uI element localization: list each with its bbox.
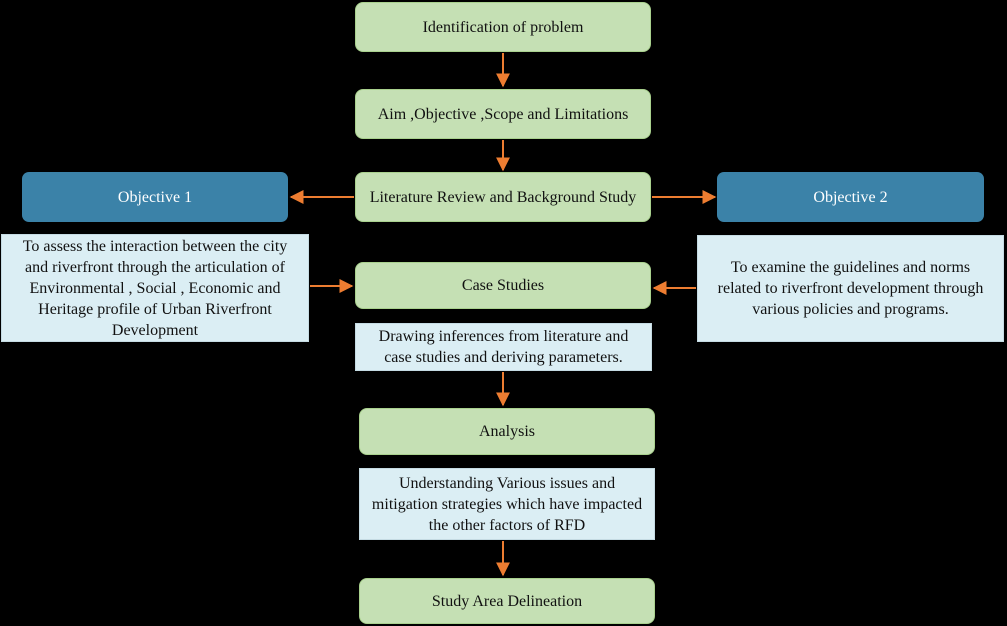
aim-label: Aim ,Objective ,Scope and Limitations <box>377 105 629 123</box>
analysis-box: Analysis <box>359 408 655 455</box>
understanding-text: Understanding Various issues and mitigat… <box>371 474 643 534</box>
case-studies-box: Case Studies <box>355 262 651 309</box>
literature-review-label: Literature Review and Background Study <box>369 188 637 206</box>
understanding-box: Understanding Various issues and mitigat… <box>359 468 655 540</box>
objective-1-description: To assess the interaction between the ci… <box>1 234 309 342</box>
study-area-delineation-box: Study Area Delineation <box>359 578 655 624</box>
literature-review-box: Literature Review and Background Study <box>355 172 651 222</box>
objective-1-box: Objective 1 <box>22 172 288 222</box>
inferences-text: Drawing inferences from literature and c… <box>378 328 629 366</box>
case-studies-label: Case Studies <box>461 277 545 294</box>
aim-box: Aim ,Objective ,Scope and Limitations <box>355 89 651 139</box>
study-area-delineation-label: Study Area Delineation <box>431 592 583 610</box>
objective-2-description: To examine the guidelines and norms rela… <box>697 235 1004 342</box>
objective-2-description-text: To examine the guidelines and norms rela… <box>717 259 984 318</box>
inferences-box: Drawing inferences from literature and c… <box>355 323 652 371</box>
objective-2-box: Objective 2 <box>717 172 984 222</box>
analysis-label: Analysis <box>479 423 535 440</box>
objective-2-label: Objective 2 <box>813 188 888 206</box>
identification-box: Identification of problem <box>355 2 651 52</box>
objective-1-description-text: To assess the interaction between the ci… <box>22 237 288 339</box>
objective-1-label: Objective 1 <box>117 188 193 206</box>
identification-label: Identification of problem <box>422 18 584 36</box>
